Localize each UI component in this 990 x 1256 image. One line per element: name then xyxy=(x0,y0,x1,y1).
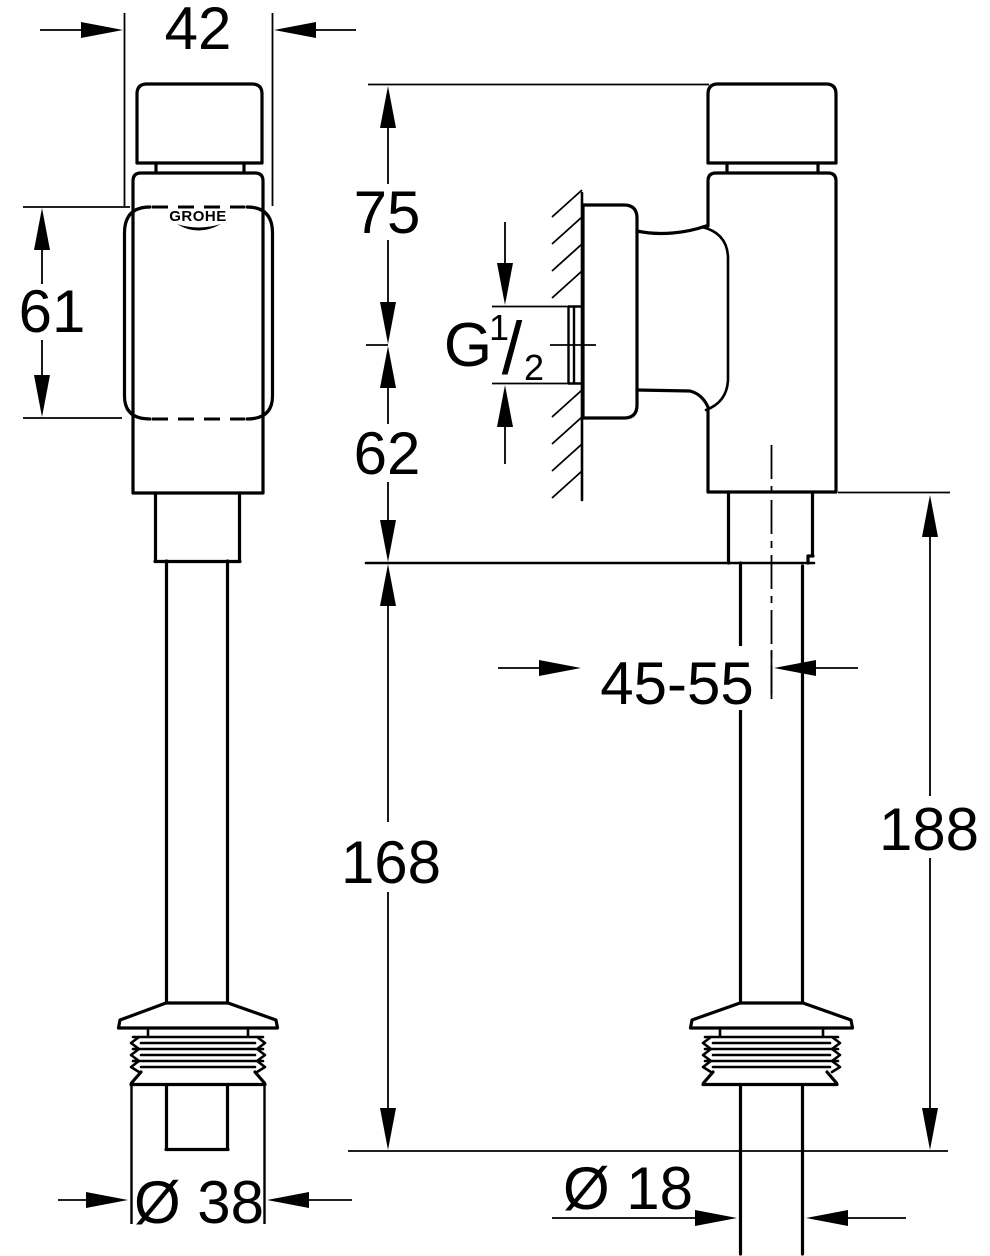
dim-wall-offset-value: 45-55 xyxy=(600,650,753,717)
dim-panel-height-value: 61 xyxy=(19,278,86,345)
arrowhead-right xyxy=(86,1192,128,1208)
arrowhead-up xyxy=(380,346,396,388)
side-cap-feet xyxy=(725,161,820,174)
side-cap-outline xyxy=(706,82,838,165)
dim-flange-diameter-value: Ø 38 xyxy=(134,1169,264,1236)
arrowhead-left xyxy=(274,22,316,38)
dim-inlet-thread: G 1 / 2 xyxy=(444,222,544,464)
dim-panel-height: 61 xyxy=(12,208,92,417)
label-backing xyxy=(353,428,421,480)
side-neck xyxy=(726,490,815,565)
front-inner-pipe xyxy=(164,1083,230,1152)
dim-cap-width-value: 42 xyxy=(165,0,232,62)
side-pipe-upper xyxy=(738,561,805,1005)
front-sleeve-lines xyxy=(130,1086,266,1224)
front-thread xyxy=(129,1027,267,1074)
front-view: GROHE xyxy=(116,82,280,1224)
dimensions: 42 61 75 62 G 1 xyxy=(12,0,979,1236)
arrowhead-left xyxy=(806,1210,848,1226)
ref-thread-ext xyxy=(492,305,568,385)
hatch-lines xyxy=(551,189,583,499)
arrowhead-down xyxy=(380,1108,396,1150)
thread-numerator: 1 xyxy=(489,307,509,348)
label-backing xyxy=(12,286,92,340)
dim-body-to-end: 188 xyxy=(879,495,979,1150)
inlet-connector-top xyxy=(635,224,708,236)
arrowhead-up xyxy=(380,86,396,128)
grohe-logo-text: GROHE xyxy=(169,208,227,225)
front-panel-side-left xyxy=(122,205,152,421)
dim-cap-width: 42 xyxy=(40,0,356,62)
front-panel-side-right xyxy=(245,205,275,421)
dim-top-to-inlet-value: 75 xyxy=(354,179,421,246)
front-cap-feet xyxy=(154,161,246,174)
wall-flange xyxy=(581,203,639,420)
side-thread xyxy=(701,1027,842,1074)
arrowhead-right xyxy=(695,1210,737,1226)
side-flange-hat xyxy=(688,1001,855,1030)
arrowhead-up xyxy=(922,495,938,537)
arrowhead-left xyxy=(774,660,816,676)
thread-denominator: 2 xyxy=(524,347,544,388)
dim-outlet-to-end: 168 xyxy=(341,564,441,1150)
side-skirt xyxy=(701,1070,839,1087)
arrowhead-up xyxy=(34,208,50,250)
arrowhead-right xyxy=(539,660,581,676)
side-body-outline xyxy=(706,171,838,494)
ref-42-ext xyxy=(123,13,274,206)
arrowhead-down xyxy=(922,1108,938,1150)
thread-prefix: G xyxy=(444,311,492,380)
dim-inlet-to-outlet: 62 xyxy=(353,346,421,562)
arrowhead-down xyxy=(380,302,396,344)
thread-slash: / xyxy=(502,307,523,390)
arrowhead-up xyxy=(380,564,396,606)
dim-inlet-to-outlet-value: 62 xyxy=(354,420,421,487)
arrowhead-left xyxy=(267,1192,309,1208)
dim-body-to-end-value: 188 xyxy=(879,796,979,863)
inlet-connector-silhouette xyxy=(700,225,730,412)
arrowhead-down xyxy=(34,375,50,417)
label-backing xyxy=(602,646,752,710)
label-backing xyxy=(343,826,439,886)
side-view xyxy=(581,82,855,1256)
label-backing xyxy=(353,188,421,240)
arrowhead-up xyxy=(497,385,513,427)
side-pipe-lower xyxy=(738,1083,805,1256)
front-pipe xyxy=(164,559,230,1005)
dim-pipe-diameter-value: Ø 18 xyxy=(563,1155,693,1222)
arrowhead-down xyxy=(380,520,396,562)
grohe-logo-swoosh xyxy=(177,224,221,231)
inlet-thread-stub xyxy=(567,305,583,385)
dim-pipe-diameter: Ø 18 xyxy=(552,1155,906,1226)
front-cap-outline xyxy=(135,82,264,165)
arrowhead-down xyxy=(497,263,513,305)
dim-top-to-inlet: 75 xyxy=(353,86,421,344)
front-neck xyxy=(153,491,242,564)
grohe-logo: GROHE xyxy=(169,208,227,231)
ref-61-ext xyxy=(23,206,130,419)
reference-lines xyxy=(23,13,950,1152)
label-backing xyxy=(879,800,979,856)
arrowhead-right xyxy=(81,22,123,38)
inlet-connector-bottom xyxy=(635,388,710,409)
front-body-outline xyxy=(131,171,265,495)
dim-outlet-to-end-value: 168 xyxy=(341,829,441,896)
front-skirt xyxy=(129,1070,267,1087)
dim-flange-diameter: Ø 38 xyxy=(58,1169,352,1236)
dim-wall-offset: 45-55 xyxy=(498,646,858,717)
front-flange-hat xyxy=(116,1001,280,1030)
